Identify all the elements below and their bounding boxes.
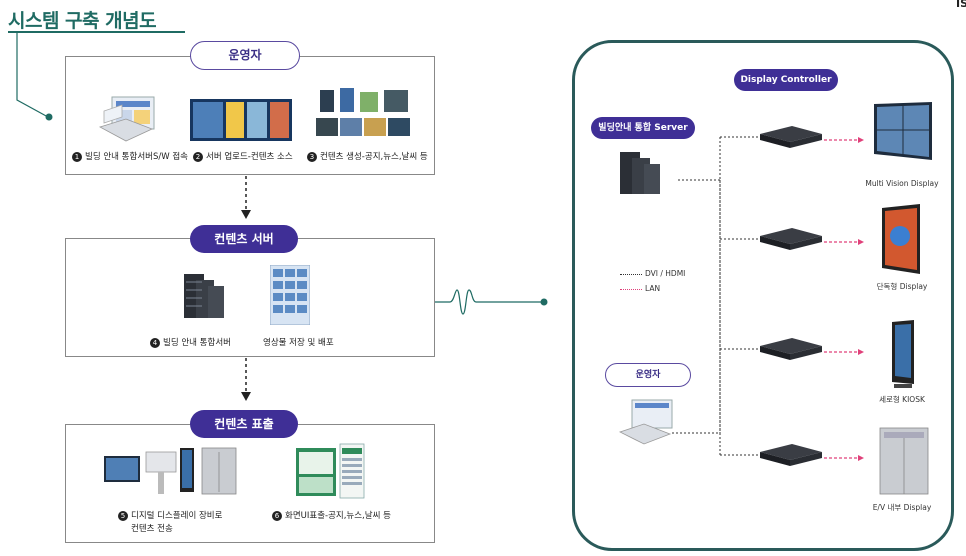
step-number-badge: 5 (118, 510, 128, 521)
step5-label-line2: 컨텐츠 전송 (131, 524, 173, 534)
step5-label: 디지털 디스플레이 장비로 (131, 511, 223, 521)
legend-swatch-lan (620, 288, 642, 290)
label-standalone-display: 단독형 Display (876, 282, 928, 291)
video-storage-label: 영상물 저장 및 배포 (263, 338, 334, 348)
content-generation-image (316, 88, 410, 136)
legend-label: DVI / HDMI (645, 269, 686, 278)
label-ev-display: E/V 내부 Display (872, 503, 932, 512)
section-content-server (65, 238, 435, 357)
legend-lan: LAN (620, 284, 660, 293)
step3-label: 컨텐츠 생성-공지,뉴스,날씨 등 (320, 152, 428, 162)
step-number-badge: 6 (272, 510, 282, 521)
page-title: 시스템 구축 개념도 (8, 10, 157, 32)
pill-display-controller: Display Controller (734, 69, 838, 91)
pill-integrated-server: 빌딩안내 통합 Server (591, 117, 695, 139)
legend-dvi-hdmi: DVI / HDMI (620, 269, 685, 278)
pill-content-server: 컨텐츠 서버 (190, 225, 298, 253)
pill-right-operator: 운영자 (605, 363, 691, 387)
step1-label: 빌딩 안내 통합서버S/W 접속 (85, 152, 188, 162)
screen-ui-image (296, 443, 365, 499)
step-number-badge: 4 (150, 337, 160, 348)
server-rack-image (184, 274, 224, 318)
label-kiosk: 세로형 KIOSK (879, 395, 925, 404)
step-number-badge: 3 (307, 151, 317, 162)
title-underline (8, 31, 185, 33)
controller-boxes (760, 126, 822, 466)
step-number-badge: 2 (193, 151, 203, 162)
corner-text: IS (956, 0, 966, 10)
content-source-screens-image (190, 99, 292, 141)
caption-video-storage: 영상물 저장 및 배포 (263, 336, 334, 348)
legend-swatch-dvi (620, 273, 642, 275)
section-content-display (65, 424, 435, 543)
digital-display-devices-image (104, 447, 237, 495)
laptop-software-image (98, 96, 155, 142)
label-multi-vision: Multi Vision Display (865, 179, 939, 188)
step2-label: 서버 업로드-컨텐츠 소스 (206, 152, 293, 162)
pill-operator: 운영자 (190, 41, 300, 70)
pill-content-display: 컨텐츠 표출 (190, 410, 298, 438)
legend-label: LAN (645, 284, 661, 293)
video-storage-image (270, 265, 310, 325)
step6-label: 화면UI표출-공지,뉴스,날씨 등 (285, 511, 391, 521)
step-number-badge: 1 (72, 151, 82, 162)
step4-label: 빌딩 안내 통합서버 (163, 338, 231, 348)
network-lines (618, 102, 932, 495)
caption-step5-line2: 컨텐츠 전송 (131, 522, 173, 534)
